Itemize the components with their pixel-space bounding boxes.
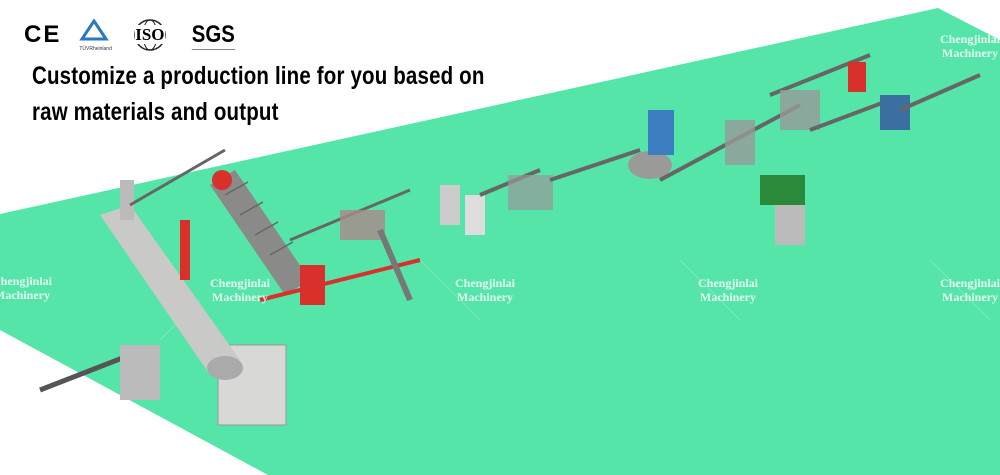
ce-logo: CE — [24, 21, 62, 48]
certification-logos: CE TÜVRheinland ISO SGS — [24, 17, 239, 52]
sgs-logo: SGS — [191, 20, 235, 50]
tuv-logo: TÜVRheinland — [79, 17, 112, 52]
iso-logo: ISO — [130, 18, 170, 52]
tuv-triangle-icon — [79, 17, 110, 40]
headline-line-1: Customize a production line for you base… — [32, 62, 485, 90]
machinery — [39, 53, 981, 426]
headline-line-2: raw materials and output — [32, 98, 279, 126]
